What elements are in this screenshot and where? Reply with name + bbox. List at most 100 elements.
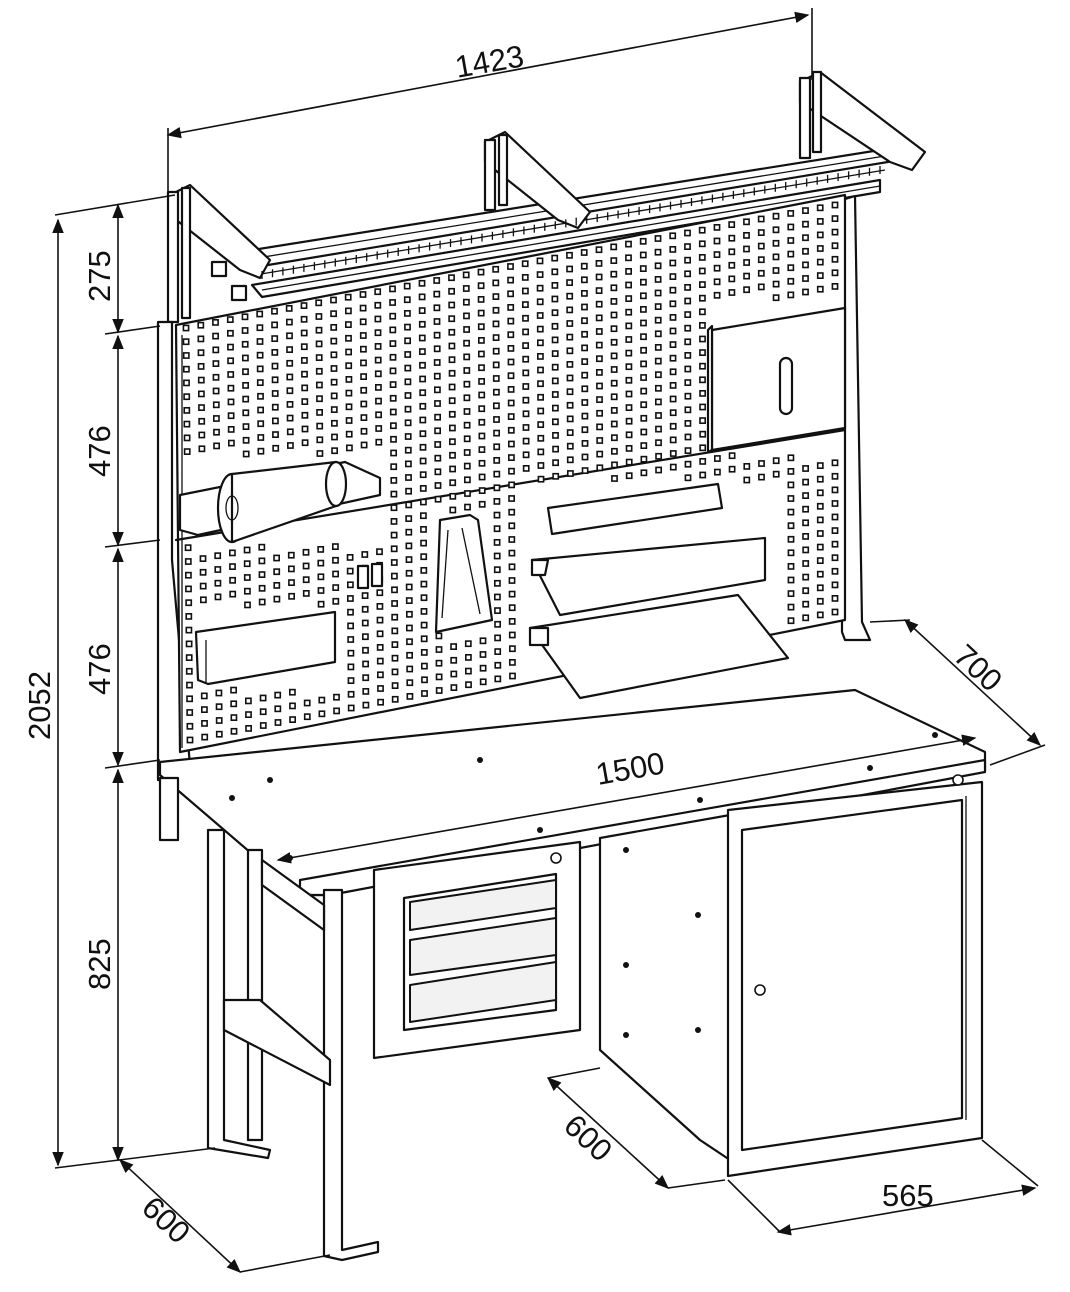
peg-hole bbox=[655, 425, 662, 433]
peg-hole bbox=[743, 286, 750, 294]
peg-hole bbox=[522, 383, 530, 390]
peg-hole bbox=[230, 727, 238, 735]
peg-hole bbox=[317, 600, 325, 608]
peg-hole bbox=[507, 385, 515, 393]
peg-hole bbox=[772, 226, 780, 234]
dim-total-height: 2052 bbox=[22, 671, 57, 740]
peg-hole bbox=[831, 459, 839, 467]
peg-hole bbox=[566, 279, 573, 286]
peg-hole bbox=[242, 423, 250, 430]
peg-hole bbox=[362, 674, 370, 682]
peg-hole bbox=[301, 398, 309, 405]
peg-hole bbox=[362, 701, 370, 709]
peg-hole bbox=[420, 594, 428, 602]
peg-hole bbox=[241, 327, 249, 334]
drawer-unit bbox=[372, 840, 582, 1060]
peg-hole bbox=[772, 470, 780, 478]
peg-hole bbox=[493, 416, 500, 423]
peg-hole bbox=[405, 501, 413, 509]
peg-hole bbox=[199, 582, 207, 590]
peg-hole bbox=[581, 330, 588, 338]
peg-hole bbox=[405, 474, 412, 481]
peg-hole bbox=[816, 557, 824, 564]
peg-hole bbox=[464, 653, 472, 661]
peg-hole bbox=[288, 579, 295, 586]
peg-hole bbox=[787, 535, 795, 543]
peg-hole bbox=[359, 318, 367, 326]
peg-hole bbox=[787, 223, 795, 231]
peg-hole bbox=[374, 301, 382, 309]
peg-hole bbox=[391, 654, 399, 662]
peg-hole bbox=[640, 346, 647, 354]
peg-hole bbox=[375, 411, 382, 419]
peg-hole bbox=[493, 456, 501, 464]
peg-hole bbox=[229, 549, 236, 557]
peg-hole bbox=[301, 411, 309, 419]
peg-hole bbox=[199, 568, 207, 576]
peg-hole bbox=[743, 272, 750, 280]
peg-hole bbox=[625, 308, 633, 316]
peg-hole bbox=[197, 376, 205, 384]
peg-hole bbox=[404, 323, 411, 331]
peg-hole bbox=[227, 398, 235, 406]
peg-hole bbox=[418, 279, 426, 287]
peg-hole bbox=[433, 304, 441, 312]
peg-hole bbox=[492, 306, 500, 314]
peg-hole bbox=[595, 368, 603, 376]
peg-hole bbox=[318, 696, 326, 704]
peg-hole bbox=[273, 554, 280, 562]
screw-dot bbox=[697, 797, 703, 803]
peg-hole bbox=[802, 492, 809, 499]
peg-hole bbox=[493, 511, 501, 519]
peg-hole bbox=[477, 282, 485, 290]
peg-hole bbox=[743, 476, 751, 484]
peg-hole bbox=[595, 259, 603, 267]
peg-hole bbox=[347, 608, 354, 616]
screw-dot bbox=[537, 827, 543, 833]
peg-hole bbox=[507, 426, 515, 434]
peg-hole bbox=[463, 421, 471, 429]
peg-hole bbox=[831, 608, 839, 616]
peg-hole bbox=[374, 315, 382, 323]
peg-hole bbox=[625, 458, 633, 466]
peg-hole bbox=[286, 346, 293, 353]
peg-hole bbox=[391, 600, 398, 607]
peg-hole bbox=[493, 525, 501, 533]
peg-hole bbox=[610, 366, 618, 373]
peg-hole bbox=[346, 581, 354, 589]
peg-hole bbox=[256, 310, 264, 318]
peg-hole bbox=[669, 341, 677, 348]
peg-hole bbox=[699, 457, 707, 465]
peg-hole bbox=[449, 492, 457, 500]
peg-hole bbox=[831, 215, 839, 222]
peg-hole bbox=[361, 605, 369, 613]
peg-hole bbox=[552, 445, 559, 453]
peg-hole bbox=[493, 484, 501, 492]
peg-hole bbox=[551, 295, 559, 303]
peg-hole bbox=[772, 457, 780, 465]
peg-hole bbox=[330, 337, 338, 345]
peg-hole bbox=[507, 413, 515, 420]
peg-hole bbox=[330, 296, 337, 304]
screw-dot bbox=[229, 795, 235, 801]
peg-hole bbox=[787, 467, 795, 475]
peg-hole bbox=[419, 430, 427, 438]
peg-hole bbox=[831, 554, 839, 562]
peg-hole bbox=[684, 460, 692, 468]
peg-hole bbox=[684, 419, 692, 427]
peg-hole bbox=[404, 337, 411, 345]
peg-hole bbox=[669, 246, 677, 253]
peg-hole bbox=[493, 593, 501, 601]
peg-hole bbox=[831, 255, 839, 263]
peg-hole bbox=[405, 597, 413, 604]
peg-hole bbox=[404, 419, 412, 427]
peg-hole bbox=[405, 528, 413, 536]
peg-hole bbox=[347, 704, 355, 712]
peg-hole bbox=[244, 601, 251, 609]
peg-hole bbox=[420, 553, 428, 561]
peg-hole bbox=[479, 637, 487, 645]
peg-hole bbox=[450, 656, 458, 664]
peg-hole bbox=[230, 714, 238, 721]
peg-hole bbox=[684, 243, 691, 250]
peg-hole bbox=[802, 505, 809, 513]
